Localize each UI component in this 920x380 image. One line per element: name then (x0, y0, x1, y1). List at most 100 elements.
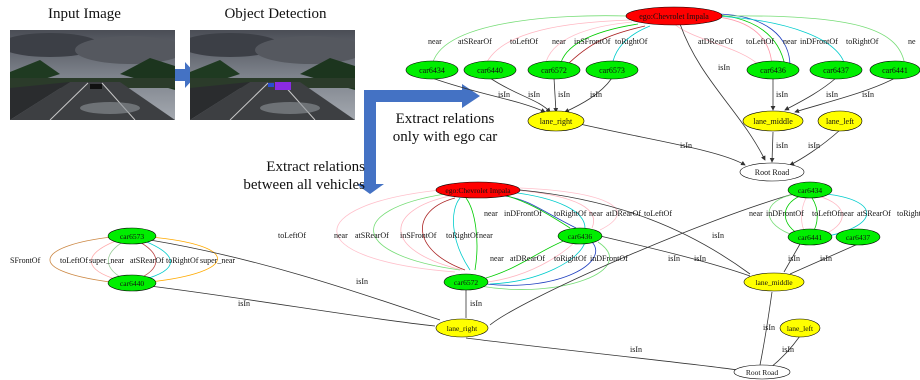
label-l-supernear: super_near (89, 256, 124, 265)
label-isin-4: isIn (590, 90, 602, 99)
edge-laneleft-root (789, 129, 841, 166)
label-m-atdrearof: atDRearOf (606, 209, 641, 218)
label-isin-g: isIn (788, 254, 800, 263)
object-detection-caption: Object Detection (224, 6, 327, 22)
edge-torightof-b (714, 15, 846, 67)
input-image (10, 30, 175, 120)
node-root-road-label: Root Road (755, 168, 789, 177)
node-car6436 (746, 60, 800, 80)
label-m-torightof: toRightOf (446, 231, 479, 240)
edge-m-torightof3 (489, 241, 586, 285)
node-car6440 (463, 60, 517, 80)
edge-l-sfrontof (49, 236, 113, 283)
edge-m-near4 (479, 241, 610, 290)
node-car6440-label: car6440 (477, 66, 503, 75)
edge-laneright-root (579, 123, 746, 166)
label-isin-7: isIn (826, 90, 838, 99)
label-isin-b: isIn (356, 277, 368, 286)
ego-relations-caption: Extract relations only with ego car (370, 110, 520, 146)
node-car6573-label: car6573 (599, 66, 625, 75)
edge-indfrontof (704, 13, 791, 67)
label-near-d: ne (908, 37, 916, 46)
ego-relations-caption-line2: only with ego car (392, 129, 498, 145)
label-isin-f: isIn (712, 231, 724, 240)
label-torightof-b: toRightOf (846, 37, 879, 46)
label-atdrearof: atDRearOf (698, 37, 733, 46)
label-m-torightof3: toRightOf (554, 254, 587, 263)
edge-laneright-root-b (465, 337, 739, 371)
all-relations-caption: Extract relations between all vehicles (210, 158, 365, 194)
label-l-supernear2: super_near (200, 256, 235, 265)
node-ego (625, 6, 723, 26)
edge-c6440-lane (489, 77, 551, 113)
label-r-near: near (749, 209, 763, 218)
label-torightof-a: toRightOf (615, 37, 648, 46)
label-r-torightof: toRightOf (897, 209, 920, 218)
node-lane-middle-label: lane_middle (753, 117, 793, 126)
edge-c6573-lane (564, 77, 613, 113)
edge-c6437-lane (784, 77, 837, 111)
label-isin-a: isIn (238, 299, 250, 308)
process-arrow (175, 62, 197, 88)
node-b-car6573 (107, 227, 157, 245)
object-detection-image (190, 30, 355, 120)
label-l-sfrontof: SFrontOf (10, 256, 41, 265)
label-isin-11: isIn (808, 141, 820, 150)
label-indfrontof: inDFrontOf (800, 37, 838, 46)
node-lane-right-label: lane_right (540, 117, 573, 126)
label-m-near5: near (490, 254, 504, 263)
label-m-insfrontof: inSFrontOf (400, 231, 437, 240)
label-isin-c: isIn (470, 299, 482, 308)
node-b-lane-right (435, 318, 489, 338)
edge-c6441-lane (794, 77, 896, 114)
edge-m-atdrearof (514, 189, 594, 229)
node-b-car6440-label: car6440 (120, 279, 144, 288)
edge-c6437-lanemiddle (789, 243, 859, 275)
label-m-near: near (334, 231, 348, 240)
node-car6436-label: car6436 (760, 66, 786, 75)
label-r-toleftof: toLeftOf (812, 209, 840, 218)
edge-insfrontof (565, 25, 646, 67)
label-isin-1: isIn (498, 90, 510, 99)
edge-near (431, 15, 629, 67)
node-b-car6434 (787, 181, 833, 199)
label-isin-i: isIn (630, 345, 642, 354)
label-m-near4: near (589, 209, 603, 218)
node-b-car6441 (787, 228, 833, 246)
ego-relations-caption-line1: Extract relations (395, 111, 495, 127)
node-car6441 (869, 60, 920, 80)
edge-atdrearof (671, 21, 761, 67)
node-b-lane-right-label: lane_right (447, 324, 478, 333)
node-lane-left (817, 110, 863, 132)
label-isin-9: isIn (680, 141, 692, 150)
node-car6437-label: car6437 (823, 66, 849, 75)
label-r-near2: near (840, 209, 854, 218)
label-toleftof-a: toLeftOf (510, 37, 538, 46)
all-relations-caption-line1: Extract relations (266, 159, 365, 175)
node-ego-label: ego:Chevrolet Impala (639, 12, 709, 21)
label-isin-6: isIn (776, 90, 788, 99)
node-b-car6572-label: car6572 (454, 278, 478, 287)
label-l-atsrearof: atSRearOf (130, 256, 164, 265)
edge-m-atdrearof2 (487, 241, 576, 283)
label-near: near (428, 37, 442, 46)
label-toleftof-b: toLeftOf (746, 37, 774, 46)
node-car6434-label: car6434 (419, 66, 445, 75)
node-b-ego (435, 181, 521, 199)
node-car6441-label: car6441 (882, 66, 908, 75)
node-car6572-label: car6572 (541, 66, 567, 75)
edge-m-torightof (453, 197, 471, 271)
node-b-car6436 (557, 227, 603, 245)
label-isin-8: isIn (862, 90, 874, 99)
label-m-torightof2: toRightOf (554, 209, 587, 218)
edge-near-b (559, 23, 639, 67)
edge-c6573-laneright (149, 239, 441, 321)
node-b-car6441-label: car6441 (798, 233, 822, 242)
edge-c6441-lanemiddle (783, 243, 801, 273)
node-lane-middle (742, 110, 804, 132)
label-r-indfrontof: inDFrontOf (766, 209, 804, 218)
label-insfrontof: inSFrontOf (574, 37, 611, 46)
node-b-lane-middle (743, 272, 805, 292)
